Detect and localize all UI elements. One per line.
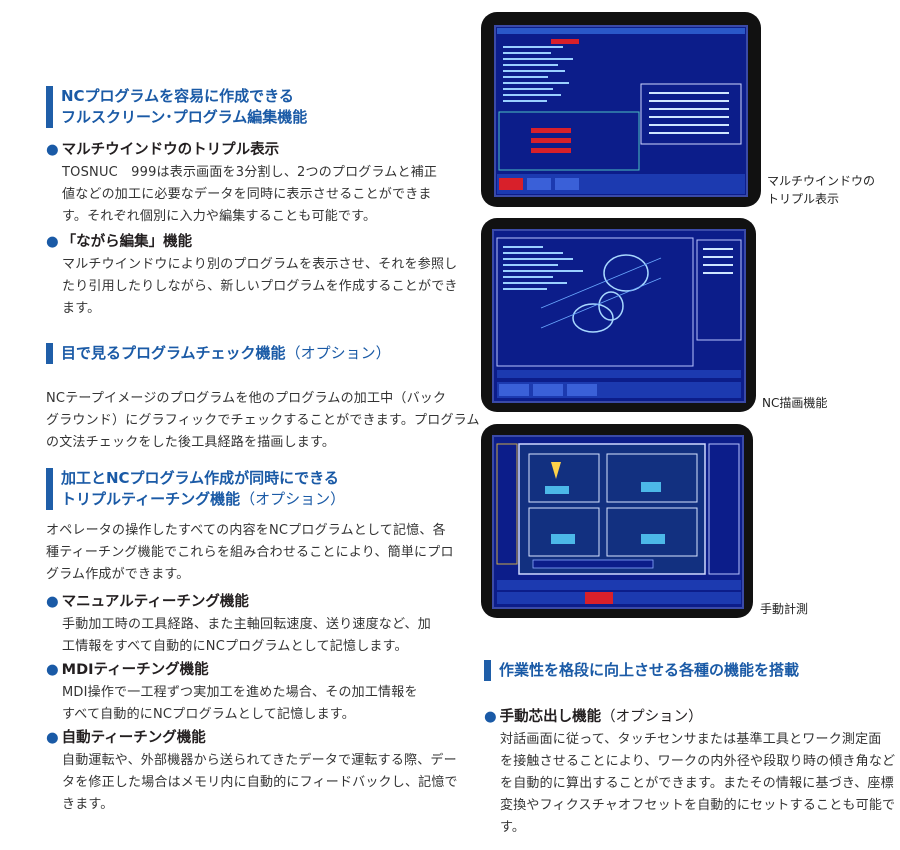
bullet-icon: ●: [46, 594, 59, 610]
section-heading-program-check: 目で見るプログラムチェック機能（オプション）: [46, 343, 391, 364]
section-heading-workability: 作業性を格段に向上させる各種の機能を搭載: [484, 660, 799, 681]
paragraph-manual-teaching: 手動加工時の工具経路、また主軸回転速度、送り速度など、加 工情報をすべて自動的に…: [62, 617, 431, 654]
caption-manual-measurement: 手動計測: [760, 602, 809, 616]
screenshot-nc-drawing: [481, 218, 756, 412]
paragraph-manual-centering: 対話画面に従って、タッチセンサまたは基準工具とワーク測定面 を接触させることによ…: [500, 732, 896, 835]
screenshot-manual-measurement: [481, 424, 753, 618]
caption-nc-drawing: NC描画機能: [762, 396, 828, 410]
paragraph-nagara-edit: マルチウインドウにより別のプログラムを表示させ、それを参照し たり引用したりしな…: [62, 257, 458, 316]
bullet-icon: ●: [46, 662, 59, 678]
paragraph-program-check: NCテープイメージのプログラムを他のプログラムの加工中（バック グラウンド）にグ…: [46, 391, 480, 450]
subheading-nagara-edit: ●「ながら編集」機能: [46, 234, 193, 250]
nc-drawing-screen-illustration: [492, 229, 746, 403]
bullet-icon: ●: [484, 709, 497, 725]
paragraph-triple-teaching: オペレータの操作したすべての内容をNCプログラムとして記憶、各 種ティーチング機…: [46, 523, 454, 582]
caption-multiwindow: マルチウインドウの トリプル表示: [767, 174, 876, 206]
manual-measurement-screen-illustration: [492, 435, 744, 609]
multiwindow-screen-illustration: [494, 25, 748, 197]
subheading-mdi-teaching: ●MDIティーチング機能: [46, 662, 209, 678]
paragraph-mdi-teaching: MDI操作で一工程ずつ実加工を進めた場合、その加工情報を すべて自動的にNCプロ…: [62, 685, 418, 722]
screenshot-multiwindow: [481, 12, 761, 207]
subheading-auto-teaching: ●自動ティーチング機能: [46, 730, 206, 746]
subheading-manual-teaching: ●マニュアルティーチング機能: [46, 594, 249, 610]
section-heading-fullscreen-edit: NCプログラムを容易に作成できる フルスクリーン･プログラム編集機能: [46, 86, 307, 128]
bullet-icon: ●: [46, 142, 59, 158]
paragraph-multiwindow: TOSNUC 999は表示画面を3分割し、2つのプログラムと補正 値などの加工に…: [62, 165, 438, 224]
bullet-icon: ●: [46, 730, 59, 746]
section-heading-triple-teaching: 加工とNCプログラム作成が同時にできる トリプルティーチング機能（オプション）: [46, 468, 345, 510]
subheading-multiwindow: ●マルチウインドウのトリプル表示: [46, 142, 280, 158]
paragraph-auto-teaching: 自動運転や、外部機器から送られてきたデータで運転する際、デー タを修正した場合は…: [62, 753, 458, 812]
bullet-icon: ●: [46, 234, 59, 250]
subheading-manual-centering: ●手動芯出し機能（オプション）: [484, 709, 703, 725]
heading-line: フルスクリーン･プログラム編集機能: [61, 108, 308, 126]
heading-line: NCプログラムを容易に作成できる: [61, 87, 294, 105]
